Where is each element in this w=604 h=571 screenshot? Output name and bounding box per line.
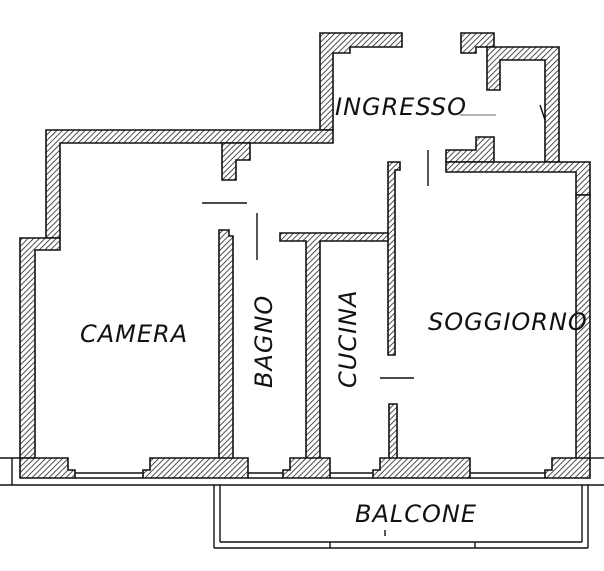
wall-group-interior <box>218 150 429 461</box>
room-label-bagno: BAGNO <box>250 295 278 388</box>
wall-bottom-1 <box>19 457 76 479</box>
wall-entry-jamb <box>445 136 495 163</box>
room-label-cucina: CUCINA <box>334 289 362 388</box>
room-label-balcone: BALCONE <box>355 500 477 528</box>
room-label-camera: CAMERA <box>80 320 188 348</box>
wall-camera-bagno <box>218 229 234 461</box>
window-sills <box>75 472 545 479</box>
room-label-ingresso: INGRESSO <box>335 93 467 121</box>
wall-group-soggiorno <box>445 161 591 461</box>
wall-group-bottom <box>0 457 604 486</box>
wall-bottom-2 <box>142 457 249 479</box>
wall-camera-jamb <box>221 142 251 181</box>
wall-cucina-lower <box>388 403 398 461</box>
wall-bottom-5 <box>544 457 591 479</box>
room-label-soggiorno: SOGGIORNO <box>428 308 588 336</box>
wall-bottom-3 <box>282 457 331 479</box>
wall-top-soggiorno <box>445 161 591 196</box>
balcone-railing <box>213 485 589 549</box>
wall-camera-step <box>19 237 61 459</box>
wall-top-camera <box>45 129 334 239</box>
entry-mark <box>539 104 546 121</box>
wall-group-camera <box>19 129 334 459</box>
wall-group-entry <box>319 32 560 163</box>
wall-bottom-4 <box>372 457 471 479</box>
wall-cucina-soggiorno <box>387 161 401 356</box>
wall-entry-right <box>486 46 560 163</box>
wall-entry-right-top <box>460 32 495 54</box>
